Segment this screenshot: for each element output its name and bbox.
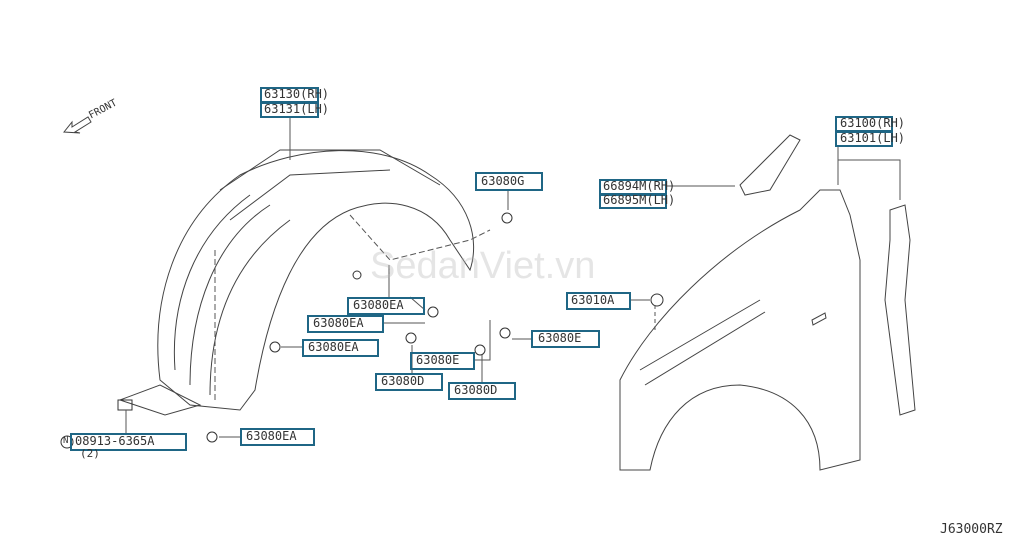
- part-63080ea-1[interactable]: 63080EA: [353, 298, 404, 312]
- part-box: [599, 194, 667, 209]
- part-63080ea-2[interactable]: 63080EA: [313, 316, 364, 330]
- part-66895m[interactable]: 66895M(LH): [603, 193, 676, 207]
- watermark: SedanViet.vn: [370, 245, 596, 287]
- part-box: [410, 352, 475, 370]
- part-63010a[interactable]: 63010A: [571, 293, 615, 307]
- clip-drawings: [117, 212, 664, 443]
- part-box: [240, 428, 315, 446]
- part-63131[interactable]: 63131(LH): [264, 102, 330, 116]
- part-63080g[interactable]: 63080G: [481, 174, 525, 188]
- part-box: [531, 330, 600, 348]
- part-63080d-1[interactable]: 63080D: [381, 374, 425, 388]
- front-arrow-icon: [63, 116, 92, 134]
- part-box: [375, 373, 443, 391]
- part-63080e-1[interactable]: 63080E: [416, 353, 460, 367]
- fender-liner-drawing: [118, 149, 475, 416]
- part-box: [302, 339, 379, 357]
- part-box: [448, 382, 516, 400]
- part-box: [835, 131, 893, 147]
- part-63100[interactable]: 63100(RH): [840, 116, 906, 130]
- part-63080d-2[interactable]: 63080D: [454, 383, 498, 397]
- fender-drawing: [619, 134, 916, 471]
- part-box: [70, 433, 187, 451]
- part-63130[interactable]: 63130(RH): [264, 87, 330, 101]
- diagram-code: J63000RZ: [940, 522, 1003, 537]
- part-63080e-2[interactable]: 63080E: [538, 331, 582, 345]
- part-box: [347, 297, 425, 315]
- part-08913-qty: (2): [80, 447, 100, 460]
- part-box: [475, 172, 543, 191]
- part-box: [566, 292, 631, 310]
- part-63101[interactable]: 63101(LH): [840, 131, 906, 145]
- part-box: [307, 315, 384, 333]
- part-box: [260, 102, 319, 118]
- leader-lines: [125, 117, 901, 438]
- part-66894m[interactable]: 66894M(RH): [603, 179, 676, 193]
- part-08913-6365a[interactable]: 08913-6365A: [75, 434, 155, 448]
- part-08913-prefix: N: [63, 436, 69, 446]
- circled-n-icon: [60, 435, 74, 449]
- part-63080ea-4[interactable]: 63080EA: [246, 429, 297, 443]
- part-63080ea-3[interactable]: 63080EA: [308, 340, 359, 354]
